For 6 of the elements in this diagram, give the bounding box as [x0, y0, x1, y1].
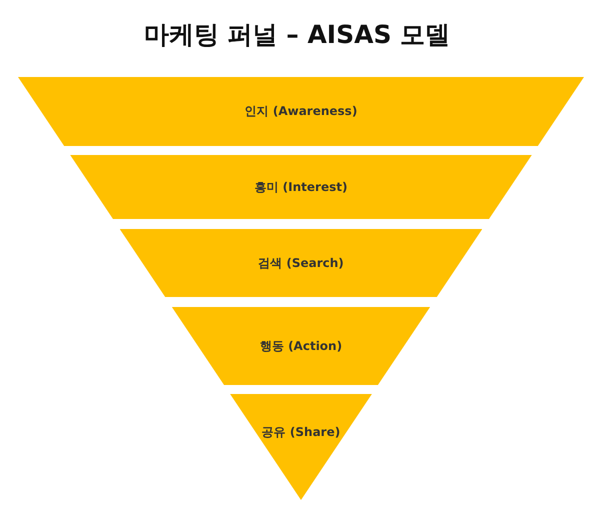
stage-label: 흥미 (Interest) [254, 178, 348, 196]
title: 마케팅 퍼널 – AISAS 모델 [142, 19, 452, 51]
stage-label: 인지 (Awareness) [244, 103, 358, 120]
stage-label: 행동 (Action) [260, 338, 342, 354]
stage-label: 검색 (Search) [258, 254, 344, 272]
stage-label: 공유 (Share) [262, 424, 340, 441]
